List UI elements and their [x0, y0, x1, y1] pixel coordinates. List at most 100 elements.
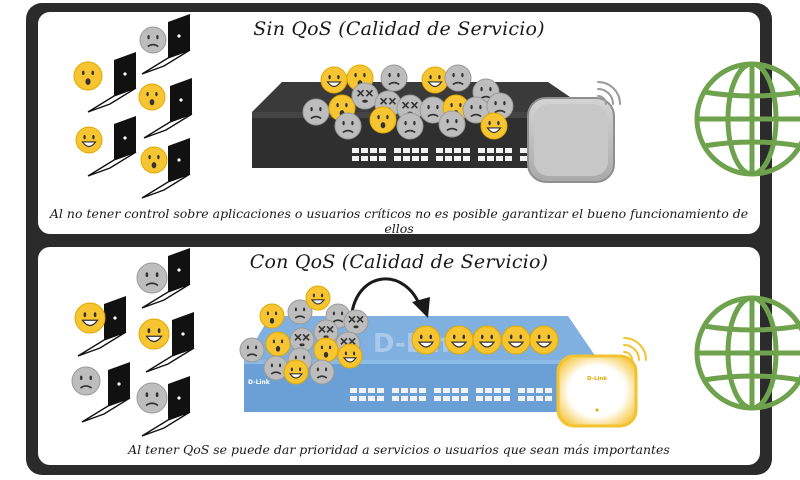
- switch-port: [445, 148, 452, 153]
- switch-port: [352, 148, 359, 153]
- switch-port: [394, 148, 401, 153]
- emoji-face-icon: [501, 325, 531, 355]
- emoji-face-icon: [313, 337, 339, 363]
- emoji-face-icon: [73, 61, 103, 91]
- emoji-face-icon: [313, 319, 339, 345]
- panel-title-with-qos: Con QoS (Calidad de Servicio): [249, 251, 549, 273]
- laptop-icon: [145, 312, 195, 373]
- emoji-face-icon: [75, 126, 103, 154]
- emoji-face-icon: [369, 106, 397, 134]
- switch-port: [505, 148, 512, 153]
- switch-port: [476, 396, 483, 401]
- switch-port: [392, 388, 399, 393]
- switch-port: [527, 388, 534, 393]
- switch-port: [379, 156, 386, 161]
- switch-port: [536, 388, 543, 393]
- switch-port: [361, 156, 368, 161]
- switch-port: [370, 156, 377, 161]
- switch-port: [401, 388, 408, 393]
- emoji-face-icon: [334, 112, 362, 140]
- switch-port: [421, 148, 428, 153]
- switch-brand-label: D-Link: [248, 379, 271, 386]
- laptop-icon: [87, 52, 137, 113]
- switch-port: [461, 388, 468, 393]
- emoji-face-icon: [351, 82, 379, 110]
- emoji-face-icon: [529, 325, 559, 355]
- emoji-face-icon: [138, 83, 166, 111]
- emoji-face-icon: [139, 26, 167, 54]
- switch-port: [392, 396, 399, 401]
- switch-port: [503, 396, 510, 401]
- switch-port: [503, 388, 510, 393]
- emoji-face-icon: [309, 359, 335, 385]
- emoji-face-icon: [302, 98, 330, 126]
- switch-port: [485, 388, 492, 393]
- switch-port: [445, 156, 452, 161]
- switch-port: [359, 396, 366, 401]
- emoji-face-icon: [136, 262, 168, 294]
- panel-title-without-qos: Sin QoS (Calidad de Servicio): [253, 18, 545, 40]
- globe-icon: [694, 61, 800, 177]
- switch-port: [461, 396, 468, 401]
- switch-port: [436, 156, 443, 161]
- switch-port: [463, 156, 470, 161]
- switch-port: [463, 148, 470, 153]
- laptop-icon: [141, 376, 191, 437]
- switch-port: [494, 388, 501, 393]
- laptop-icon: [143, 78, 193, 139]
- switch-port: [443, 396, 450, 401]
- emoji-face-icon: [396, 112, 424, 140]
- emoji-face-icon: [138, 318, 170, 350]
- emoji-face-icon: [259, 303, 285, 329]
- switch-port: [505, 156, 512, 161]
- emoji-face-icon: [305, 285, 331, 311]
- switch-port: [485, 396, 492, 401]
- switch-port: [454, 156, 461, 161]
- emoji-face-icon: [480, 112, 508, 140]
- switch-port: [436, 148, 443, 153]
- switch-port: [361, 148, 368, 153]
- emoji-face-icon: [411, 325, 441, 355]
- switch-port: [478, 148, 485, 153]
- emoji-face-icon: [136, 382, 168, 414]
- switch-port: [487, 148, 494, 153]
- laptop-icon: [141, 248, 191, 309]
- switch-port: [352, 156, 359, 161]
- switch-port: [527, 396, 534, 401]
- switch-port: [403, 148, 410, 153]
- wifi-signal-icon: [597, 81, 621, 105]
- caption-without-qos: Al no tener control sobre aplicaciones o…: [49, 206, 749, 236]
- wifi-signal-icon: [623, 337, 647, 361]
- switch-port: [368, 388, 375, 393]
- switch-port: [379, 148, 386, 153]
- emoji-face-icon: [74, 302, 106, 334]
- emoji-face-icon: [472, 325, 502, 355]
- switch-port: [487, 156, 494, 161]
- switch-port: [370, 148, 377, 153]
- emoji-face-icon: [486, 92, 514, 120]
- switch-port: [545, 388, 552, 393]
- emoji-face-icon: [140, 146, 168, 174]
- emoji-face-icon: [337, 343, 363, 369]
- switch-port: [350, 388, 357, 393]
- switch-port: [419, 396, 426, 401]
- switch-port: [401, 396, 408, 401]
- access-point-icon: D-Link: [556, 354, 638, 428]
- switch-port: [476, 388, 483, 393]
- emoji-face-icon: [444, 325, 474, 355]
- switch-port: [410, 396, 417, 401]
- switch-port: [412, 148, 419, 153]
- switch-port: [494, 396, 501, 401]
- emoji-face-icon: [283, 359, 309, 385]
- curved-arrow-icon: [350, 277, 430, 318]
- emoji-face-icon: [263, 355, 289, 381]
- emoji-face-icon: [380, 64, 408, 92]
- switch-port: [434, 388, 441, 393]
- switch-port: [419, 388, 426, 393]
- emoji-face-icon: [444, 64, 472, 92]
- switch-port: [518, 396, 525, 401]
- switch-port: [421, 156, 428, 161]
- switch-port: [545, 396, 552, 401]
